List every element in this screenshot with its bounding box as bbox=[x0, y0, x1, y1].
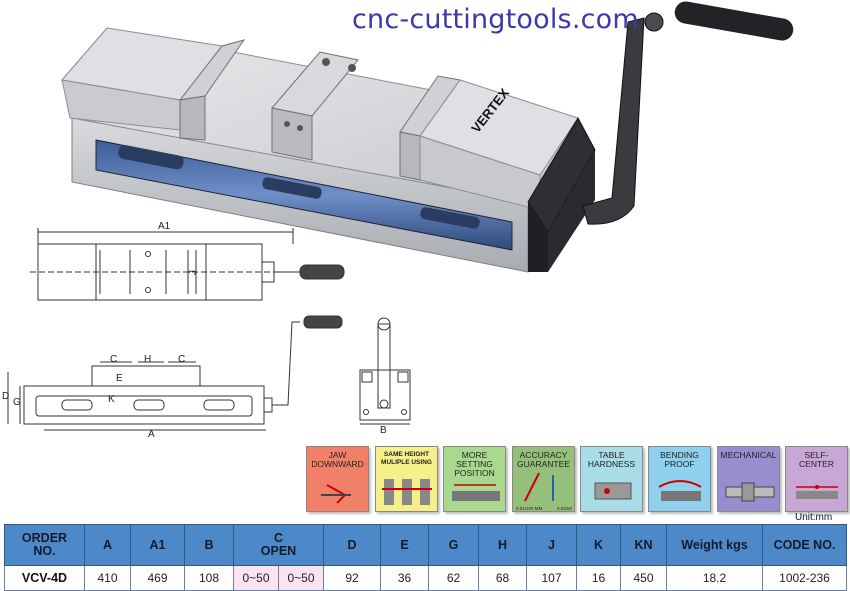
accuracy-sub1: 0.01/100 MM bbox=[516, 506, 543, 511]
side-view-drawing bbox=[7, 315, 343, 431]
dim-j-label: J bbox=[188, 270, 199, 275]
cell-e: 36 bbox=[380, 565, 429, 591]
same-height-icon: SAME HEIGHT MULIPLE USING bbox=[375, 446, 438, 512]
feature-label: MECHANICAL bbox=[720, 450, 777, 460]
cell-c-open-2: 0~50 bbox=[278, 565, 324, 591]
dim-h-label: H bbox=[144, 354, 151, 365]
dim-g-label: G bbox=[13, 397, 21, 408]
feature-label: SELF- CENTER bbox=[799, 450, 834, 469]
header-j: J bbox=[526, 524, 577, 566]
unit-label: Unit:mm bbox=[795, 512, 833, 523]
header-g: G bbox=[428, 524, 479, 566]
table-hardness-icon: TABLE HARDNESS bbox=[580, 446, 643, 512]
feature-label: SAME HEIGHT MULIPLE USING bbox=[381, 451, 432, 466]
header-h: H bbox=[478, 524, 527, 566]
cell-c-open-1: 0~50 bbox=[233, 565, 279, 591]
header-c-open: C OPEN bbox=[233, 524, 324, 566]
table-header-row: ORDER NO. A A1 B C OPEN D E G H J K KN W… bbox=[4, 524, 847, 566]
dim-c-left-label: C bbox=[110, 354, 117, 365]
cell-order: VCV-4D bbox=[4, 565, 85, 591]
header-e: E bbox=[380, 524, 429, 566]
header-kn: KN bbox=[620, 524, 667, 566]
header-weight: Weight kgs bbox=[666, 524, 763, 566]
dim-d-label: D bbox=[2, 391, 9, 402]
cell-j: 107 bbox=[526, 565, 577, 591]
feature-label: MORE SETTING POSITION bbox=[454, 450, 495, 478]
cell-code: 1002-236 bbox=[762, 565, 847, 591]
accuracy-icon: ACCURACY GUARANTEE 0.01/100 MM 0.02/50 bbox=[512, 446, 575, 512]
header-a: A bbox=[84, 524, 131, 566]
cell-weight: 18.2 bbox=[666, 565, 763, 591]
feature-label: JAW DOWNWARD bbox=[311, 450, 364, 469]
dim-c-right-label: C bbox=[178, 354, 185, 365]
cell-k: 16 bbox=[576, 565, 621, 591]
bending-proof-icon: BENDING PROOF bbox=[648, 446, 711, 512]
cell-g: 62 bbox=[428, 565, 479, 591]
mechanical-icon: MECHANICAL bbox=[717, 446, 780, 512]
cell-kn: 450 bbox=[620, 565, 667, 591]
cell-h: 68 bbox=[478, 565, 527, 591]
header-d: D bbox=[323, 524, 381, 566]
feature-label: BENDING PROOF bbox=[660, 450, 699, 469]
header-order-no: ORDER NO. bbox=[4, 524, 85, 566]
feature-label: TABLE HARDNESS bbox=[587, 450, 636, 469]
accuracy-sub2: 0.02/50 bbox=[557, 506, 573, 511]
front-view-drawing bbox=[359, 317, 411, 425]
table-row: VCV-4D 410 469 108 0~50 0~50 92 36 62 68… bbox=[4, 565, 847, 591]
setting-position-icon: MORE SETTING POSITION bbox=[443, 446, 506, 512]
top-view-drawing bbox=[30, 228, 345, 301]
website-watermark: cnc-cuttingtools.com bbox=[352, 4, 639, 35]
cell-b: 108 bbox=[184, 565, 234, 591]
dim-a1-label: A1 bbox=[158, 221, 171, 232]
dim-b-label: B bbox=[380, 425, 387, 436]
feature-icons: JAW DOWNWARD SAME HEIGHT MULIPLE USING M… bbox=[306, 446, 850, 512]
dim-e-label: E bbox=[116, 373, 123, 384]
cell-d: 92 bbox=[323, 565, 381, 591]
cell-a1: 469 bbox=[130, 565, 185, 591]
self-center-icon: SELF- CENTER bbox=[785, 446, 848, 512]
header-k: K bbox=[576, 524, 621, 566]
header-code-no: CODE NO. bbox=[762, 524, 847, 566]
feature-label: ACCURACY GUARANTEE bbox=[517, 450, 570, 469]
jaw-downward-icon: JAW DOWNWARD bbox=[306, 446, 369, 512]
dim-a-label: A bbox=[148, 429, 155, 440]
cell-a: 410 bbox=[84, 565, 131, 591]
header-a1: A1 bbox=[130, 524, 185, 566]
specification-table: ORDER NO. A A1 B C OPEN D E G H J K KN W… bbox=[4, 524, 847, 591]
dim-k-label: K bbox=[108, 394, 115, 405]
header-b: B bbox=[184, 524, 234, 566]
